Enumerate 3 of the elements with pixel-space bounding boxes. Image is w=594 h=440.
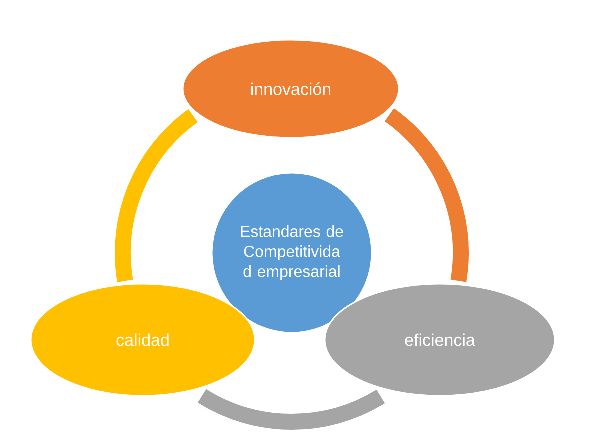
arc-connector [384,108,469,282]
arc-connector [198,389,385,430]
arc-connector [115,110,198,282]
